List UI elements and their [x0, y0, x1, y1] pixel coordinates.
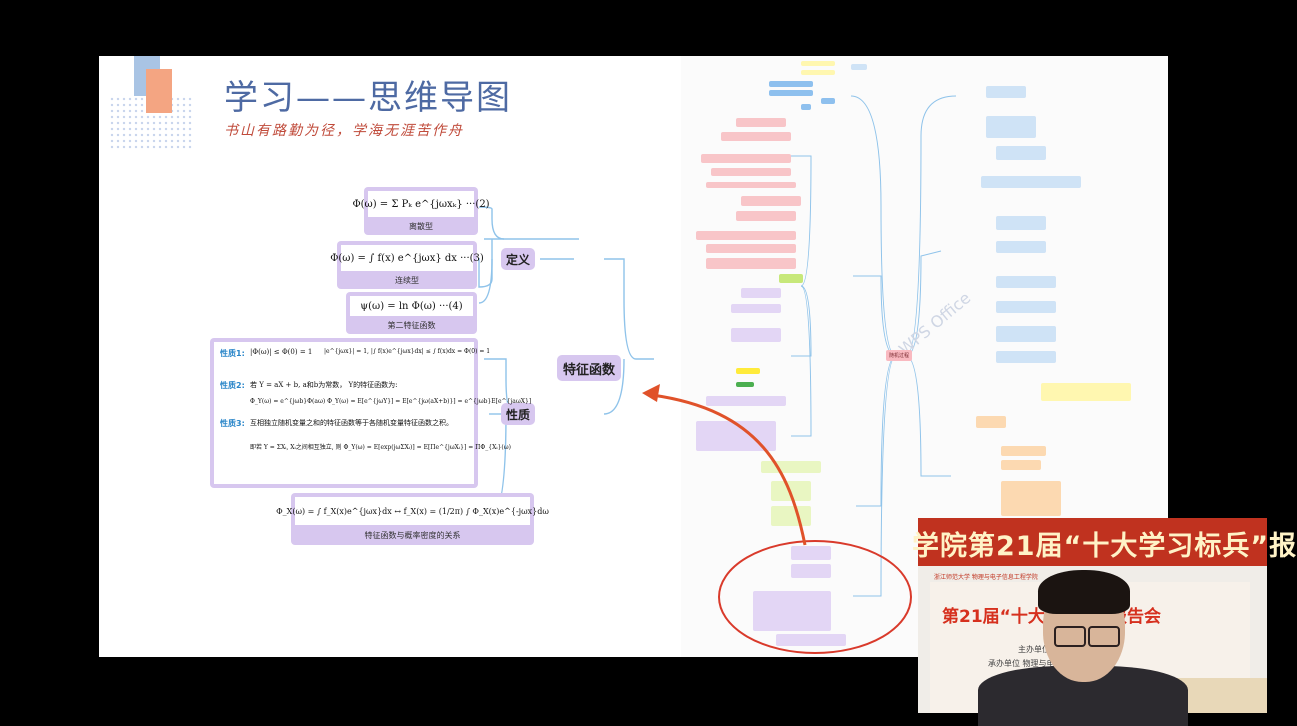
overview-node: [1001, 481, 1061, 516]
overview-node: [736, 118, 786, 127]
property-3-extra: 即若 Y = ΣXᵢ, Xᵢ之间相互独立, 则 Φ_Y(ω) = E[exp(j…: [250, 444, 511, 451]
overview-node: [696, 231, 796, 240]
overview-node: [779, 274, 803, 283]
overview-node: [996, 146, 1046, 160]
overview-node: [801, 70, 835, 75]
overview-node: [986, 86, 1026, 98]
overview-node: [986, 116, 1036, 138]
overview-node: [711, 168, 791, 176]
properties-node: 性质1: |Φ(ω)| ≤ Φ(0) = 1 |e^{jωx}| = 1, |∫…: [210, 338, 531, 488]
relation-formula: Φ_X(ω) = ∫ f_X(x)e^{jωx}dx ↔ f_X(x) = (1…: [276, 497, 549, 525]
overview-node: [1001, 446, 1046, 456]
glasses-left: [1054, 626, 1086, 647]
overview-node: [801, 104, 811, 110]
overview-node: [721, 132, 791, 141]
overview-node: [706, 396, 786, 406]
discrete-caption: 离散型: [409, 222, 433, 231]
overview-node: [1041, 383, 1131, 401]
property-2-text: 若 Y = aX + b, a和b为常数， Y的特征函数为:: [250, 381, 398, 389]
property-3-label: 性质3:: [220, 419, 245, 428]
overview-node: [731, 304, 781, 313]
overview-node: [731, 328, 781, 342]
property-2-extra: Φ_Y(ω) = e^{jωb}Φ(aω) Φ_Y(ω) = E[e^{jωY}…: [250, 398, 532, 405]
definition-node-continuous: Φ(ω) = ∫ f(x) e^{jωx} dx ···(3) 连续型: [330, 241, 484, 289]
overview-node: [753, 591, 831, 631]
overview-node: [981, 176, 1081, 188]
webcam-banner: 学院第21届“十大学习标兵”报: [912, 518, 1296, 566]
slide-subtitle: 书山有路勤为径，学海无涯苦作舟: [224, 123, 464, 139]
relation-caption: 特征函数与概率密度的关系: [364, 531, 461, 540]
branch-properties[interactable]: 性质: [501, 403, 535, 425]
second-formula: ψ(ω) = ln Φ(ω) ···(4): [350, 296, 473, 316]
mindmap-panel: Φ(ω) = Σ Pₖ e^{jωxₖ} ···(2) 离散型 Φ(ω) = ∫…: [174, 179, 654, 552]
relation-node: Φ_X(ω) = ∫ f_X(x)e^{jωx}dx ↔ f_X(x) = (1…: [276, 493, 549, 545]
overview-node: [996, 326, 1056, 342]
overview-node: [741, 288, 781, 298]
overview-node: [996, 241, 1046, 253]
second-caption: 第二特征函数: [387, 321, 436, 330]
mindmap-connectors: [478, 206, 654, 520]
overview-node: [701, 154, 791, 163]
property-1-label: 性质1:: [220, 349, 245, 358]
overview-node: [769, 81, 813, 87]
overview-node: [996, 351, 1056, 363]
overview-node: [1001, 460, 1041, 470]
property-1-text: |Φ(ω)| ≤ Φ(0) = 1: [250, 348, 313, 356]
properties-content: 性质1: |Φ(ω)| ≤ Φ(0) = 1 |e^{jωx}| = 1, |∫…: [214, 342, 531, 484]
overview-node: [996, 276, 1056, 288]
property-3-text: 互相独立随机变量之和的特征函数等于各随机变量特征函数之积。: [250, 419, 453, 427]
salmon-accent-block: [146, 69, 172, 113]
overview-node: [801, 61, 835, 66]
overview-node: [706, 258, 796, 269]
overview-node: [761, 461, 821, 473]
overview-node: [736, 211, 796, 221]
slide-title: 学习——思维导图: [224, 78, 512, 118]
property-1-extra: |e^{jωx}| = 1, |∫ f(x)e^{jωx}dx| ≤ ∫ f(x…: [324, 348, 491, 355]
webcam-poster-title-left: 第21届“十大: [942, 607, 1045, 627]
branch-definition[interactable]: 定义: [501, 248, 535, 270]
overview-node: [851, 64, 867, 70]
definition-node-second: ψ(ω) = ln Φ(ω) ···(4) 第二特征函数: [346, 292, 477, 334]
overview-node: [736, 382, 754, 387]
overview-node: [706, 244, 796, 253]
overview-node: [996, 301, 1056, 313]
overview-node: [791, 564, 831, 578]
webcam-institution: 浙江师范大学 物理与电子信息工程学院: [934, 574, 1038, 581]
webcam-organizer: 承办单位 物理与电: [988, 659, 1055, 668]
central-topic[interactable]: 特征函数: [557, 355, 621, 381]
webcam-feed: 学院第21届“十大学习标兵”报 浙江师范大学 物理与电子信息工程学院 第21届“…: [912, 518, 1296, 726]
definition-node-discrete: Φ(ω) = Σ Pₖ e^{jωxₖ} ···(2) 离散型: [352, 187, 490, 235]
overview-node: [769, 90, 813, 96]
overview-node: [771, 506, 811, 526]
overview-node: [696, 421, 776, 451]
webcam-host: 主办单位: [1018, 645, 1050, 654]
overview-node: [791, 546, 831, 560]
overview-node: [821, 98, 835, 104]
overview-center-node: 随机过程: [886, 350, 912, 361]
continuous-formula: Φ(ω) = ∫ f(x) e^{jωx} dx ···(3): [330, 245, 484, 271]
overview-node: [736, 368, 760, 374]
discrete-formula: Φ(ω) = Σ Pₖ e^{jωxₖ} ···(2): [352, 191, 490, 217]
webcam-banner-text: 学院第21届“十大学习标兵”报: [912, 531, 1297, 562]
property-2-label: 性质2:: [220, 381, 245, 390]
overview-node: [771, 481, 811, 501]
overview-node: [976, 416, 1006, 428]
overview-node: [706, 182, 796, 188]
person-hair: [1038, 570, 1130, 614]
continuous-caption: 连续型: [395, 276, 419, 285]
overview-node: [776, 634, 846, 646]
glasses-right: [1088, 626, 1120, 647]
overview-node: [741, 196, 801, 206]
overview-node: [996, 216, 1046, 230]
